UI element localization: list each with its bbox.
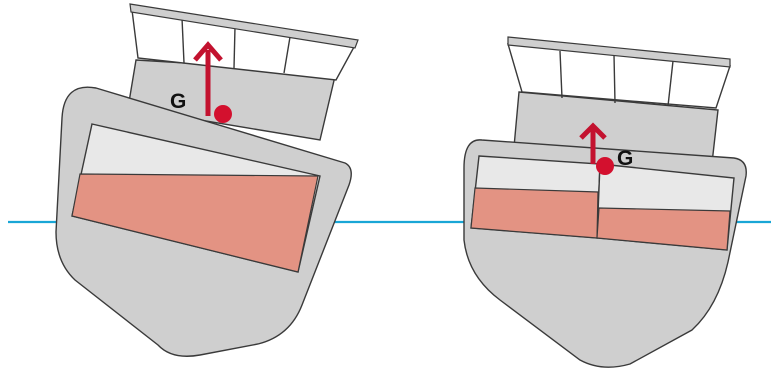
left-cg-arrow-head bbox=[193, 41, 223, 62]
left-window-frame-1 bbox=[181, 17, 185, 64]
right-roof-rail bbox=[507, 36, 731, 68]
right-cg-label: G bbox=[617, 147, 633, 170]
right-cg-marker bbox=[596, 157, 614, 175]
left-cg-marker bbox=[214, 105, 232, 123]
right-window-frame-1 bbox=[559, 50, 563, 99]
left-cg-label: G bbox=[170, 90, 186, 113]
right-window-frame-3 bbox=[667, 60, 674, 107]
left-vessel: G bbox=[55, 3, 359, 357]
left-tank-liquid bbox=[71, 173, 319, 273]
left-window-frame-3 bbox=[283, 36, 291, 74]
right-tank-starboard-liquid bbox=[596, 207, 731, 251]
right-window-frame-2 bbox=[613, 54, 616, 104]
right-cg-arrow-head bbox=[579, 122, 607, 140]
right-vessel: G bbox=[463, 36, 747, 368]
left-roof-rail bbox=[129, 3, 359, 49]
left-window-frame-2 bbox=[233, 26, 236, 69]
